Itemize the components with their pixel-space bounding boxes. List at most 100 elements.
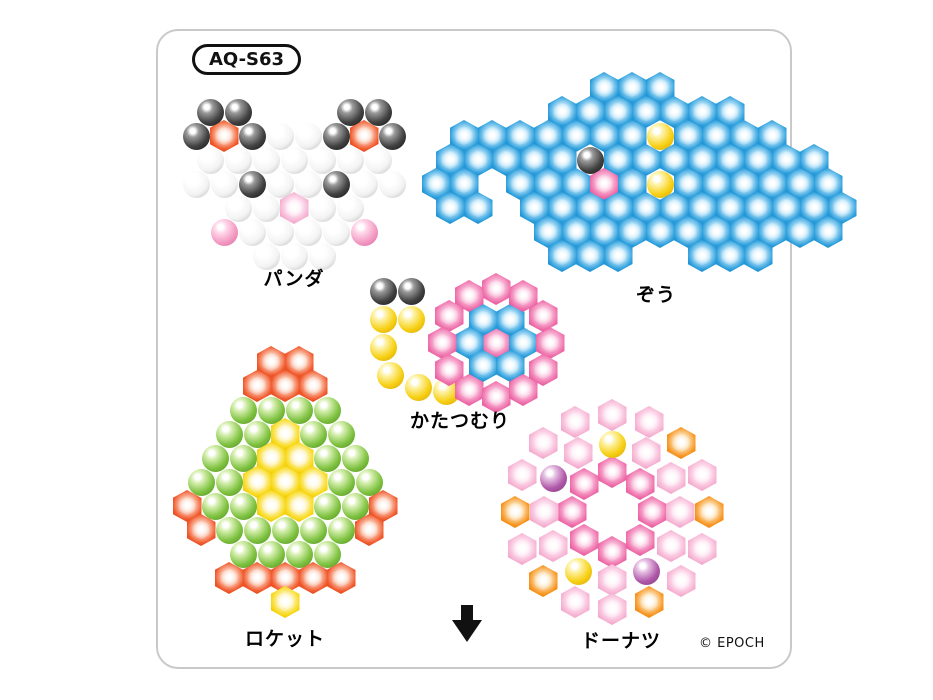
- jewel-facet-highlight: [374, 496, 392, 516]
- jewel-facet-highlight: [304, 568, 322, 588]
- pinklh-jewel-bead: [563, 437, 593, 469]
- orangeh-jewel-bead: [666, 427, 696, 459]
- jewel-facet-highlight: [474, 310, 492, 330]
- jewel-facet-highlight: [721, 102, 739, 122]
- green-round-bead: [285, 540, 313, 568]
- jewel-facet-highlight: [262, 496, 280, 516]
- white-round-bead: [224, 146, 252, 174]
- jewel-facet-highlight: [178, 496, 196, 516]
- copyright-text: © EPOCH: [699, 636, 765, 651]
- jewel-facet-highlight: [290, 496, 308, 516]
- pinklh-jewel-bead: [507, 459, 537, 491]
- jewel-facet-highlight: [581, 198, 599, 218]
- design-label-snail: かたつむり: [409, 410, 511, 432]
- jewel-facet-highlight: [735, 222, 753, 242]
- pinkdh-jewel-bead: [454, 374, 484, 406]
- jewel-facet-highlight: [609, 150, 627, 170]
- jewel-facet-highlight: [651, 222, 669, 242]
- jewel-facet-highlight: [460, 286, 478, 306]
- green-round-bead: [215, 420, 243, 448]
- black-round-bead: [322, 170, 350, 198]
- design-label-panda: パンダ: [263, 268, 325, 290]
- jewel-facet-highlight: [721, 246, 739, 266]
- pinklh-jewel-bead: [528, 427, 558, 459]
- white-round-bead: [308, 194, 336, 222]
- jewel-facet-highlight: [566, 412, 584, 432]
- jewel-facet-highlight: [483, 126, 501, 146]
- jewel-facet-highlight: [427, 174, 445, 194]
- orangeh-jewel-bead: [500, 496, 530, 528]
- jewel-facet-highlight: [623, 78, 641, 98]
- jewel-facet-highlight: [487, 333, 505, 353]
- pinklh-jewel-bead: [597, 593, 627, 625]
- jewel-facet-highlight: [539, 222, 557, 242]
- pinkdh-jewel-bead: [569, 524, 599, 556]
- jewel-facet-highlight: [332, 568, 350, 588]
- jewel-facet-highlight: [575, 474, 593, 494]
- black-round-bead: [322, 122, 350, 150]
- orangeh-jewel-bead: [694, 496, 724, 528]
- green-round-bead: [257, 396, 285, 424]
- jewel-facet-highlight: [192, 520, 210, 540]
- jewel-facet-highlight: [640, 412, 658, 432]
- jewel-facet-highlight: [534, 571, 552, 591]
- white-round-bead: [336, 146, 364, 174]
- jewel-facet-highlight: [777, 150, 795, 170]
- white-round-bead: [266, 218, 294, 246]
- white-round-bead: [308, 242, 336, 270]
- jewel-facet-highlight: [469, 150, 487, 170]
- jewel-facet-highlight: [355, 126, 373, 146]
- green-round-bead: [187, 468, 215, 496]
- jewel-facet-highlight: [623, 222, 641, 242]
- design-label-rocket: ロケット: [244, 628, 326, 650]
- jewel-facet-highlight: [749, 246, 767, 266]
- jewel-facet-highlight: [541, 333, 559, 353]
- green-round-bead: [215, 468, 243, 496]
- green-round-bead: [201, 444, 229, 472]
- jewel-facet-highlight: [671, 502, 689, 522]
- jewel-facet-highlight: [721, 198, 739, 218]
- jewel-facet-highlight: [707, 126, 725, 146]
- jewel-facet-highlight: [544, 536, 562, 556]
- green-round-bead: [285, 396, 313, 424]
- jewel-facet-highlight: [662, 536, 680, 556]
- jewel-facet-highlight: [455, 174, 473, 194]
- pinklh-jewel-bead: [634, 406, 664, 438]
- pinkdh-jewel-bead: [481, 273, 511, 305]
- jewel-facet-highlight: [304, 376, 322, 396]
- green-round-bead: [313, 444, 341, 472]
- yellowh-jewel-bead: [270, 586, 300, 618]
- white-round-bead: [238, 218, 266, 246]
- yellow-round-bead: [646, 170, 674, 198]
- jewel-facet-highlight: [819, 222, 837, 242]
- jewel-facet-highlight: [539, 126, 557, 146]
- black-round-bead: [397, 277, 425, 305]
- jewel-facet-highlight: [665, 102, 683, 122]
- green-round-bead: [313, 540, 341, 568]
- pinkdh-jewel-bead: [569, 468, 599, 500]
- down-arrow-icon: [452, 605, 482, 642]
- jewel-facet-highlight: [693, 539, 711, 559]
- jewel-facet-highlight: [487, 279, 505, 299]
- jewel-facet-highlight: [777, 198, 795, 218]
- pinkdh-jewel-bead: [481, 381, 511, 413]
- pinklh-jewel-bead: [666, 565, 696, 597]
- pinklh-jewel-bead: [560, 586, 590, 618]
- jewel-facet-highlight: [567, 222, 585, 242]
- jewel-facet-highlight: [833, 198, 851, 218]
- pinkdh-jewel-bead: [625, 524, 655, 556]
- jewel-facet-highlight: [749, 150, 767, 170]
- blueh-jewel-bead: [463, 192, 493, 224]
- black-round-bead: [182, 122, 210, 150]
- jewel-facet-highlight: [514, 380, 532, 400]
- jewel-facet-highlight: [679, 222, 697, 242]
- green-round-bead: [299, 420, 327, 448]
- green-round-bead: [229, 492, 257, 520]
- jewel-facet-highlight: [603, 462, 621, 482]
- white-round-bead: [266, 122, 294, 150]
- jewel-facet-highlight: [640, 592, 658, 612]
- jewel-facet-highlight: [763, 126, 781, 146]
- green-round-bead: [327, 420, 355, 448]
- green-round-bead: [229, 444, 257, 472]
